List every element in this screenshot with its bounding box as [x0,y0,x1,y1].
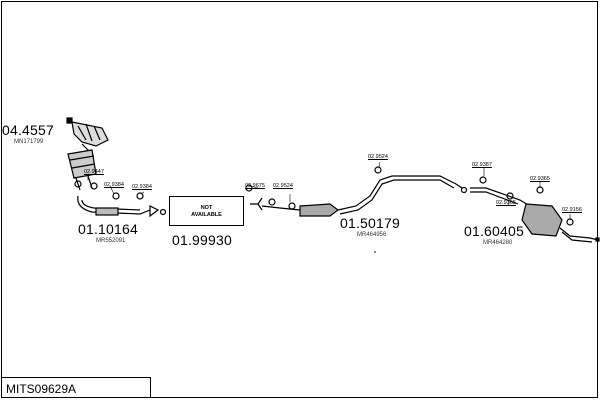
part-label: 02.9156 [562,207,582,213]
kit-code-box: MITS09629A [1,377,151,398]
group-number-not-available: 01.99930 [172,232,232,248]
part-label: 02.9387 [472,162,492,168]
part-label: 02.9384 [132,184,152,190]
part-label: 02.9675 [245,183,265,189]
part-label: 02.9384 [104,182,124,188]
group-ref-manifold: MN171799 [14,139,44,145]
part-label: 02.9447 [84,169,104,175]
part-label: 02.9524 [273,183,293,189]
group-ref-rear-section: MR464280 [483,240,513,246]
not-available-box: NOT AVAILABLE [169,196,244,226]
group-number-manifold: 04.4557 [2,122,55,138]
part-label: 02.9524 [368,154,388,160]
mid-section-drawing [245,166,468,217]
rear-section-drawing [470,176,600,243]
group-ref-front-pipe: MR552091 [96,238,126,244]
not-available-line-1: NOT [200,205,213,211]
group-number-front-pipe: 01.10164 [78,221,138,237]
front-pipe-drawing [77,182,167,218]
group-number-mid-section: 01.50179 [340,215,400,231]
group-number-rear-section: 01.60405 [464,223,524,239]
manifold-drawing [66,117,109,191]
group-ref-mid-section: MR464956 [357,232,387,238]
kit-code: MITS09629A [6,382,77,396]
part-label: 02.9365 [530,176,550,182]
part-label: 02.9365 [496,200,516,206]
not-available-line-2: AVAILABLE [191,212,222,218]
